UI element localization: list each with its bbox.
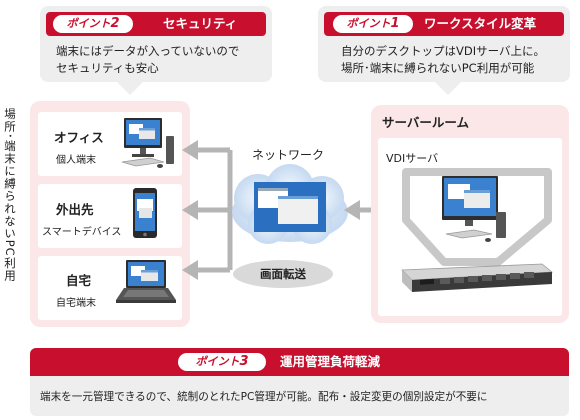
device-name-office: オフィス <box>54 130 104 145</box>
screen-transfer-bubble: 画面転送 <box>233 260 333 288</box>
point2-line1: 端末にはデータが入っていないので <box>56 44 240 58</box>
point1-badge-num: 1 <box>390 16 400 31</box>
point2-title: セキュリティ <box>163 16 238 31</box>
device-sub-office: 個人端末 <box>56 155 96 166</box>
device-card-outside <box>38 184 182 248</box>
laptop-icon <box>116 260 176 303</box>
point1-badge: ポイント1 <box>333 15 413 33</box>
device-name-home: 自宅 <box>66 273 92 288</box>
point1-badge-text: ポイント <box>346 17 391 30</box>
screen-transfer-label: 画面転送 <box>260 267 306 281</box>
point2-line2: セキュリティも安心 <box>56 61 159 75</box>
server-room-title: サーバールーム <box>382 115 470 130</box>
point3-line1: 端末を一元管理できるので、統制のとれたPC管理が可能。配布・設定変更の個別設定が… <box>40 391 488 403</box>
point1-title: ワークスタイル変革 <box>424 16 537 31</box>
device-name-outside: 外出先 <box>56 202 94 217</box>
device-sub-home: 自宅端末 <box>56 298 96 309</box>
desktop-pc-icon <box>121 118 174 168</box>
point3-badge-text: ポイント <box>195 355 240 368</box>
point3-badge-num: 3 <box>239 354 249 369</box>
vdi-server-icon <box>401 168 554 292</box>
point3-title: 運用管理負荷軽減 <box>280 354 381 369</box>
side-label: 場所･端末に縛られないPC利用 <box>3 108 17 282</box>
smartphone-icon <box>133 188 157 238</box>
point2-badge: ポイント2 <box>53 15 133 33</box>
network-cloud-icon <box>232 164 348 244</box>
point1-callout-tail <box>435 82 461 95</box>
network-label: ネットワーク <box>252 148 325 162</box>
device-sub-outside: スマートデバイス <box>42 227 122 238</box>
vdi-server-label: VDIサーバ <box>386 152 439 165</box>
point1-line1: 自分のデスクトップはVDIサーバ上に。 <box>341 44 545 58</box>
point1-line2: 場所･端末に縛られないPC利用が可能 <box>341 61 535 75</box>
point3-header <box>30 348 569 376</box>
point3-badge: ポイント3 <box>178 353 266 371</box>
point2-badge-num: 2 <box>110 16 120 31</box>
point3-body-box <box>30 376 569 416</box>
point2-callout-tail <box>117 82 143 95</box>
point2-badge-text: ポイント <box>66 17 111 30</box>
